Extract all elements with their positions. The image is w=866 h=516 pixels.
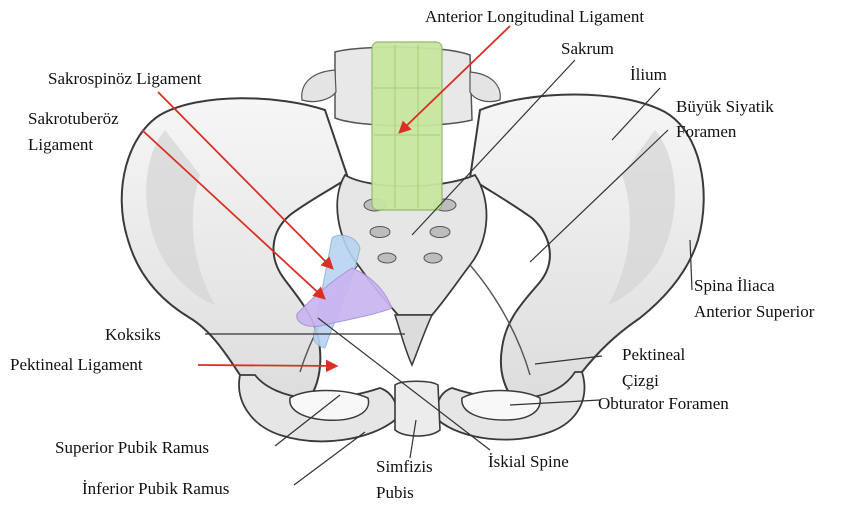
label-sakrotuberoz-line1: Sakrotuberöz: [28, 109, 119, 128]
vertebral-process-left: [302, 70, 336, 102]
label-inferior-pubik-ramus: İnferior Pubik Ramus: [82, 479, 229, 498]
label-superior-pubik-ramus: Superior Pubik Ramus: [55, 438, 209, 457]
label-koksiks: Koksiks: [105, 325, 161, 344]
vertebral-process-right: [470, 72, 500, 102]
label-ilium: İlium: [630, 65, 667, 84]
pubic-symphysis: [395, 381, 440, 436]
label-buyuk-siyatik-line2: Foramen: [676, 122, 737, 141]
label-sakrospinoz-ligament: Sakrospinöz Ligament: [48, 69, 202, 88]
label-sakrotuberoz-line2: Ligament: [28, 135, 93, 154]
label-buyuk-siyatik-line1: Büyük Siyatik: [676, 97, 774, 116]
label-anterior-longitudinal-ligament: Anterior Longitudinal Ligament: [425, 7, 644, 26]
label-spina-iliaca-line1: Spina İliaca: [694, 276, 775, 295]
label-pektineal-ligament: Pektineal Ligament: [10, 355, 143, 374]
label-pektineal-cizgi-line2: Çizgi: [622, 371, 659, 390]
label-sakrum: Sakrum: [561, 39, 614, 58]
label-spina-iliaca-line2: Anterior Superior: [694, 302, 815, 321]
coccyx: [395, 315, 432, 365]
label-simfizis-line1: Simfizis: [376, 457, 433, 476]
label-obturator-foramen: Obturator Foramen: [598, 394, 729, 413]
arrow-pektineal-ligament: [198, 365, 336, 366]
label-pektineal-cizgi-line1: Pektineal: [622, 345, 686, 364]
label-simfizis-line2: Pubis: [376, 483, 414, 502]
label-iskial-spine: İskial Spine: [488, 452, 569, 471]
